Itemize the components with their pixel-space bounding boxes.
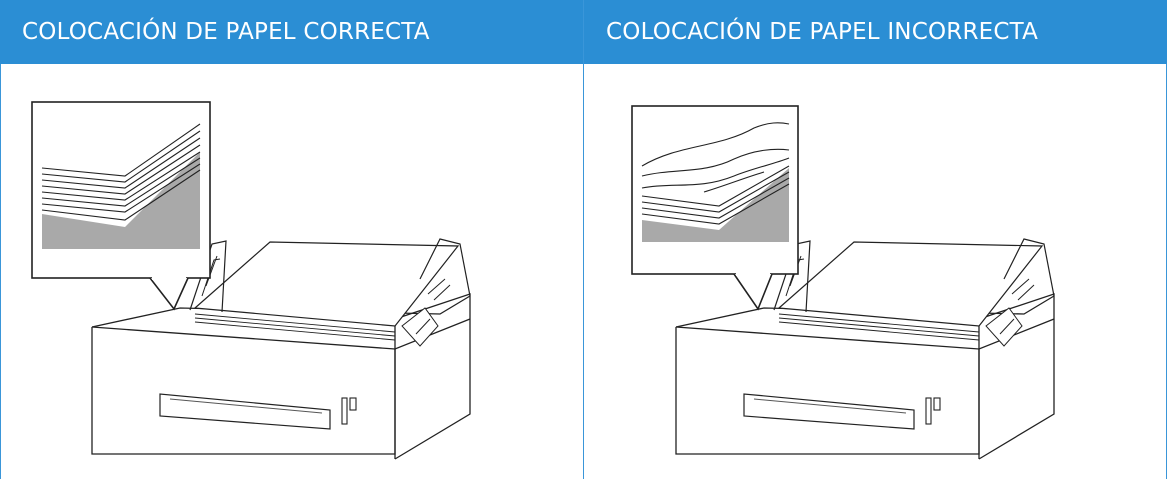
- column-incorrect: COLOCACIÓN DE PAPEL INCORRECTA: [584, 0, 1167, 479]
- column-header-correct: COLOCACIÓN DE PAPEL CORRECTA: [0, 0, 583, 64]
- column-divider: [583, 0, 584, 479]
- column-header-incorrect: COLOCACIÓN DE PAPEL INCORRECTA: [584, 0, 1167, 64]
- column-correct: COLOCACIÓN DE PAPEL CORRECTA: [0, 0, 583, 479]
- illustration-incorrect-paper-loading: [584, 64, 1167, 479]
- illustration-correct-paper-loading: [0, 64, 583, 479]
- table-border-left: [0, 64, 1, 479]
